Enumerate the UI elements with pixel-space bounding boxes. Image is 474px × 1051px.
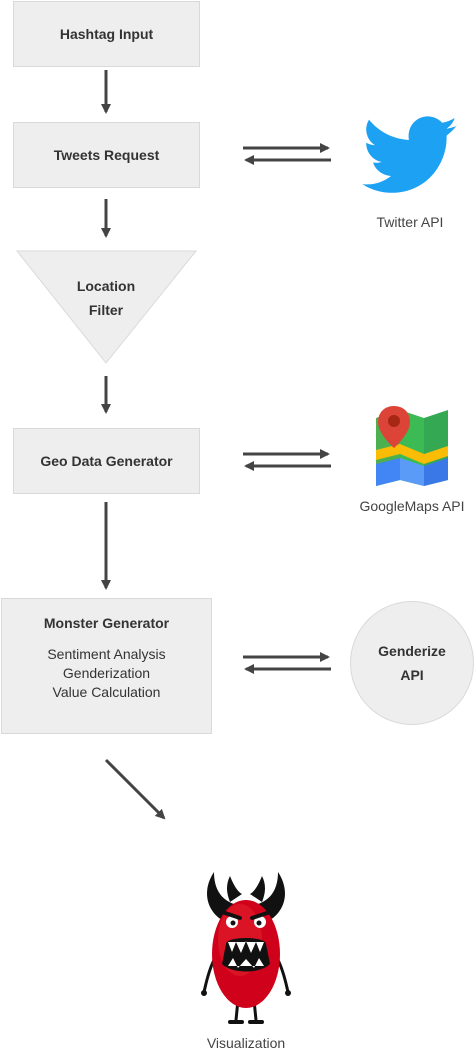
twitter-bird-icon <box>362 116 458 193</box>
arrow-monster-to-visualization <box>104 758 166 820</box>
location-filter-line-1: Location <box>76 278 136 294</box>
red-monster-icon <box>201 872 291 1024</box>
location-filter-triangle <box>15 250 198 364</box>
genderize-line-2: API <box>400 667 424 683</box>
tweets-request-label: Tweets Request <box>53 147 160 163</box>
visualization-caption: Visualization <box>206 1035 286 1051</box>
location-filter-line-2: Filter <box>88 302 124 318</box>
twitter-api-caption: Twitter API <box>376 214 444 230</box>
genderize-api-node: Genderize API <box>350 601 474 725</box>
location-filter-label: Location Filter <box>56 274 156 322</box>
value-calculation-step: Value Calculation <box>52 684 161 700</box>
hashtag-input-label: Hashtag Input <box>59 26 154 42</box>
monster-generator-title: Monster Generator <box>43 615 170 631</box>
genderize-line-1: Genderize <box>378 643 446 659</box>
sentiment-analysis-step: Sentiment Analysis <box>47 646 166 662</box>
geo-data-generator-node: Geo Data Generator <box>13 428 200 494</box>
geo-data-generator-label: Geo Data Generator <box>40 453 173 469</box>
googlemaps-api-caption: GoogleMaps API <box>359 498 465 514</box>
monster-generator-node: Monster Generator Sentiment Analysis Gen… <box>1 598 212 734</box>
hashtag-input-node: Hashtag Input <box>13 1 200 67</box>
tweets-request-node: Tweets Request <box>13 122 200 188</box>
genderization-step: Genderization <box>62 665 151 681</box>
google-maps-icon <box>376 406 448 486</box>
